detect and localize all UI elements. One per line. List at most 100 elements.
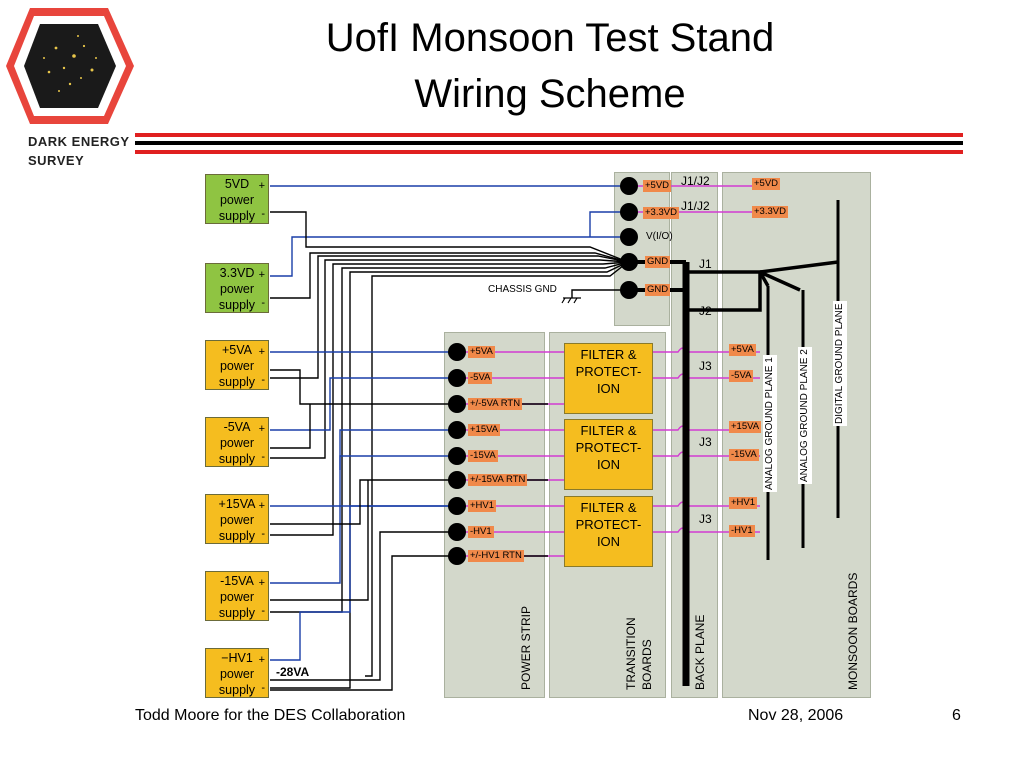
- wire-33vd-minus: [270, 252, 629, 299]
- minus-sign: -: [261, 528, 265, 540]
- label-analog-plane-2: ANALOG GROUND PLANE 2: [798, 347, 812, 484]
- monsoon-tag-p33vd: +3.3VD: [752, 206, 788, 218]
- supply-line-2: power: [219, 590, 255, 604]
- label-j1j2-b: J1/J2: [681, 199, 710, 213]
- supply-name: −HV1: [221, 651, 253, 665]
- strip-tag-m5va: -5VA: [468, 372, 493, 384]
- plus-sign: +: [258, 654, 265, 666]
- ground-star: [758, 260, 839, 292]
- wire-5va-rtn-2: [270, 404, 311, 449]
- tag-p5vd: +5VD: [643, 180, 672, 192]
- tag-gnd-1: GND: [645, 256, 671, 268]
- supply-line-3: supply: [218, 375, 256, 389]
- filter-line-2: PROTECT-: [575, 440, 642, 455]
- label-j3-b: J3: [699, 435, 712, 449]
- strip-tag-15va-rtn: +/-15VA RTN: [468, 474, 528, 486]
- supply-line-3: supply: [218, 606, 256, 620]
- filter-line-1: FILTER &: [580, 500, 637, 515]
- monsoon-tag-mhv1: -HV1: [729, 525, 755, 537]
- supply-line-3: supply: [218, 209, 256, 223]
- supply-hv1: −HV1 power supply + -: [205, 648, 269, 698]
- footer-date: Nov 28, 2006: [748, 707, 844, 724]
- minus-sign: -: [261, 451, 265, 463]
- power-strip-panel: [444, 332, 545, 698]
- strip-tag-phv1: +HV1: [468, 500, 497, 512]
- wire-33vd-alt: [589, 211, 628, 237]
- terminal-strip-3: [448, 395, 466, 413]
- wire-hv1-minus: [270, 531, 457, 681]
- minus-sign: -: [261, 208, 265, 220]
- supply-line-3: supply: [218, 529, 256, 543]
- filter-line-2: PROTECT-: [575, 364, 642, 379]
- supply-m5va: -5VA power supply + -: [205, 417, 269, 467]
- supply-name: +15VA: [218, 497, 256, 511]
- supply-5vd: 5VD power supply + -: [205, 174, 269, 224]
- label-analog-plane-1: ANALOG GROUND PLANE 1: [763, 355, 777, 492]
- supply-line-2: power: [219, 359, 255, 373]
- label-28va: -28VA: [276, 665, 310, 679]
- label-digital-plane: DIGITAL GROUND PLANE: [833, 301, 847, 426]
- supply-line-2: power: [219, 193, 255, 207]
- label-j1j2-a: J1/J2: [681, 174, 710, 188]
- terminal-strip-1: [448, 343, 466, 361]
- header-rule-red-bottom: [135, 150, 963, 154]
- wire-5va-rtn: [270, 369, 457, 405]
- plus-sign: +: [258, 180, 265, 192]
- monsoon-tag-p5va: +5VA: [729, 344, 756, 356]
- strip-tag-hv1-rtn: +/-HV1 RTN: [468, 550, 524, 562]
- wire-m15va: [270, 429, 457, 584]
- terminal-strip-7: [448, 497, 466, 515]
- filter-box-5va: FILTER & PROTECT- ION: [564, 343, 653, 414]
- wire-rtn-a: [270, 255, 629, 379]
- terminal-strip-9: [448, 547, 466, 565]
- minus-sign: -: [261, 605, 265, 617]
- chassis-ground-symbol: [561, 297, 581, 304]
- tag-p33vd: +3.3VD: [643, 207, 679, 219]
- minus-sign: -: [261, 682, 265, 694]
- monsoon-tag-p5vd: +5VD: [752, 178, 781, 190]
- logo-line-2: SURVEY: [28, 153, 85, 168]
- monsoon-tag-phv1: +HV1: [729, 497, 758, 509]
- slide-title-line-2: Wiring Scheme: [414, 72, 686, 116]
- minus-sign: -: [261, 297, 265, 309]
- plus-sign: +: [258, 500, 265, 512]
- connector-panel-top: [614, 172, 670, 326]
- filter-line-3: ION: [596, 457, 621, 472]
- wire-15va-rtn-2: [270, 480, 369, 601]
- back-plane-panel: [671, 172, 718, 698]
- strip-tag-p15va: +15VA: [468, 424, 501, 436]
- filter-box-hv1: FILTER & PROTECT- ION: [564, 496, 653, 567]
- strip-tag-5va-rtn: +/-5VA RTN: [468, 398, 523, 410]
- supply-name: +5VA: [222, 343, 252, 357]
- filter-line-3: ION: [596, 534, 621, 549]
- label-back-plane: BACK PLANE: [693, 614, 707, 690]
- monsoon-tag-m15va: -15VA: [729, 449, 759, 461]
- wire-chassis: [571, 289, 628, 298]
- supply-p15va: +15VA power supply + -: [205, 494, 269, 544]
- terminal-strip-4: [448, 421, 466, 439]
- terminal-p5vd: [620, 177, 638, 195]
- strip-tag-m15va: -15VA: [468, 450, 498, 462]
- plus-sign: +: [258, 577, 265, 589]
- supply-p5va: +5VA power supply + -: [205, 340, 269, 390]
- label-power-strip: POWER STRIP: [519, 605, 533, 690]
- monsoon-tag-m5va: -5VA: [729, 370, 754, 382]
- wire-15va-alt: [339, 455, 457, 470]
- supply-m15va: -15VA power supply + -: [205, 571, 269, 621]
- terminal-strip-5: [448, 447, 466, 465]
- supply-line-3: supply: [218, 683, 256, 697]
- wire-rtn-f: [365, 261, 629, 677]
- terminal-vio: [620, 228, 638, 246]
- ground-link: [686, 270, 762, 312]
- monsoon-tag-p15va: +15VA: [729, 421, 762, 433]
- supply-line-3: supply: [218, 298, 256, 312]
- supply-name: 3.3VD: [219, 266, 255, 280]
- supply-line-2: power: [219, 436, 255, 450]
- label-j1: J1: [699, 257, 712, 271]
- label-j3-c: J3: [699, 512, 712, 526]
- filter-box-15va: FILTER & PROTECT- ION: [564, 419, 653, 490]
- wire-hv1-rtn: [270, 555, 457, 691]
- wire-rtn-b: [270, 259, 629, 459]
- label-j2: J2: [699, 304, 712, 318]
